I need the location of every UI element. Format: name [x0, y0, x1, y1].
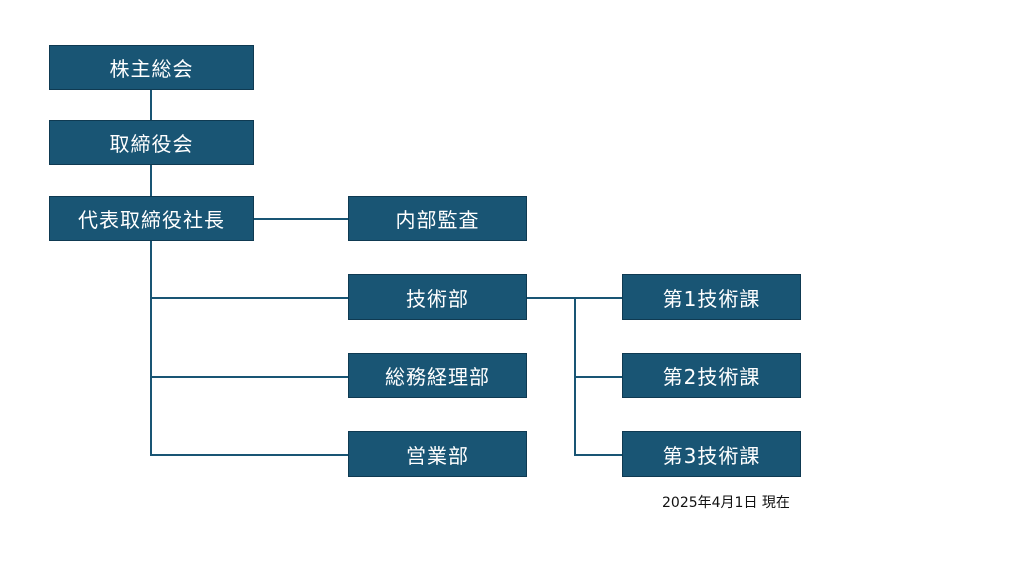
node-engineering-dept: 技術部 [348, 274, 527, 320]
node-engineering-section-3: 第3技術課 [622, 431, 801, 477]
node-engineering-section-1: 第1技術課 [622, 274, 801, 320]
connector-trunk-sales [150, 454, 349, 456]
node-president: 代表取締役社長 [49, 196, 254, 241]
as-of-date: 2025年4月1日 現在 [662, 495, 790, 511]
connector-trunk-engineering [150, 297, 349, 299]
connector-sections-eng2 [574, 376, 623, 378]
connector-shareholders-board [150, 89, 152, 121]
node-admin-accounting-dept: 総務経理部 [348, 353, 527, 398]
connector-sections-eng3 [574, 454, 623, 456]
connector-president-trunk [150, 240, 152, 455]
node-engineering-section-2: 第2技術課 [622, 353, 801, 398]
node-board-of-directors: 取締役会 [49, 120, 254, 165]
connector-trunk-admin [150, 376, 349, 378]
node-internal-audit: 内部監査 [348, 196, 527, 241]
node-shareholders-meeting: 株主総会 [49, 45, 254, 90]
node-sales-dept: 営業部 [348, 431, 527, 477]
connector-board-president [150, 164, 152, 197]
connector-president-audit [253, 218, 349, 220]
